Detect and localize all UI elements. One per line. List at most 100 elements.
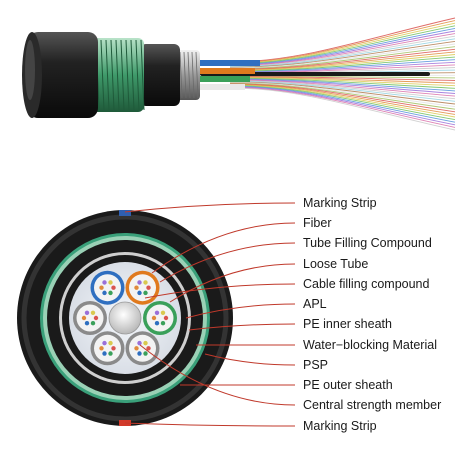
label-tube-filling-compound: Tube Filling Compound bbox=[303, 236, 432, 250]
label-psp: PSP bbox=[303, 358, 329, 372]
fiber-dot bbox=[111, 346, 116, 351]
fiber-dot bbox=[102, 351, 107, 356]
armor-rib bbox=[130, 39, 135, 111]
leader-line bbox=[204, 353, 296, 366]
fiber-strand bbox=[229, 56, 456, 72]
fiber-dot bbox=[143, 280, 148, 285]
inner-tube-blue bbox=[190, 60, 260, 66]
fiber-strand bbox=[229, 79, 456, 94]
tube-filling-compound bbox=[129, 274, 156, 302]
fiber-strand bbox=[229, 76, 456, 81]
fiber-strand bbox=[229, 43, 456, 69]
fiber-dot bbox=[134, 285, 139, 290]
tube-filling-compound bbox=[129, 334, 156, 362]
fiber-strand bbox=[229, 51, 456, 71]
leader-line bbox=[188, 323, 296, 331]
fiber-dot bbox=[154, 310, 160, 316]
armor-rib bbox=[135, 39, 140, 111]
armor-rib bbox=[110, 39, 115, 111]
loose-tubes bbox=[73, 270, 177, 366]
fiber-dot bbox=[102, 340, 107, 346]
marking-strip-top bbox=[119, 210, 131, 216]
fiber-dot bbox=[84, 310, 90, 316]
fiber-dot bbox=[143, 290, 148, 296]
steel-rib bbox=[183, 51, 187, 99]
fiber-dot bbox=[137, 351, 142, 356]
fiber-strand bbox=[229, 82, 456, 108]
fiber-strand bbox=[229, 82, 456, 110]
fiber-strand bbox=[229, 83, 456, 115]
tube-filling-compound bbox=[146, 304, 174, 332]
fiber-strand bbox=[229, 80, 456, 100]
fiber-dot bbox=[137, 280, 142, 285]
steel-rib bbox=[195, 51, 199, 99]
fiber-dot bbox=[108, 351, 113, 356]
fiber-dot bbox=[90, 310, 96, 316]
steel-rib bbox=[179, 51, 183, 99]
fiber-dot bbox=[154, 320, 160, 326]
fiber-strand bbox=[229, 78, 456, 92]
armor-rib bbox=[100, 39, 105, 111]
fiber-strand bbox=[229, 81, 456, 105]
fiber-dot bbox=[134, 346, 139, 351]
tube-filling-compound bbox=[76, 304, 104, 332]
central-rod bbox=[200, 72, 430, 76]
fiber-strand bbox=[229, 46, 456, 70]
inner-tube-white bbox=[190, 84, 245, 90]
fiber-strand bbox=[229, 86, 456, 126]
fiber-dot bbox=[81, 315, 87, 321]
fiber-dot bbox=[163, 315, 169, 321]
inner-tube-orange bbox=[190, 68, 255, 74]
leader-lines bbox=[124, 202, 296, 427]
leader-line bbox=[159, 242, 296, 283]
fiber-dot bbox=[111, 285, 116, 290]
fiber-dot bbox=[151, 315, 157, 321]
fiber-dot bbox=[160, 320, 166, 326]
fiber-strand bbox=[229, 85, 456, 123]
leader-line bbox=[169, 263, 296, 303]
leader-line bbox=[139, 344, 296, 406]
label-cable-filling-compound: Cable filling compound bbox=[303, 277, 430, 291]
label-central-strength-member: Central strength member bbox=[303, 398, 442, 412]
tube-filling-compound bbox=[94, 334, 121, 362]
fiber-dot bbox=[102, 290, 107, 296]
tube-filling-compound bbox=[94, 274, 121, 302]
fiber-strand bbox=[229, 84, 456, 118]
fiber-strand bbox=[229, 87, 456, 131]
fiber-strand bbox=[229, 77, 456, 87]
fiber-dot bbox=[108, 280, 113, 285]
leader-line bbox=[124, 202, 296, 213]
central-strength-member bbox=[108, 301, 142, 335]
fiber-strand bbox=[229, 83, 456, 113]
jacket-end-highlight bbox=[25, 40, 35, 100]
leader-line bbox=[144, 283, 296, 299]
label-pe-outer-sheath: PE outer sheath bbox=[303, 378, 393, 392]
armor-rib bbox=[140, 39, 145, 111]
fiber-dot bbox=[143, 351, 148, 356]
outer-sheath-sheen bbox=[21, 214, 229, 422]
fiber-dot bbox=[102, 280, 107, 285]
fiber-dot bbox=[108, 290, 113, 296]
fiber-dot bbox=[93, 315, 99, 321]
leader-line bbox=[124, 422, 296, 427]
inner-tube-green bbox=[190, 76, 250, 82]
label-pe-inner-sheath: PE inner sheath bbox=[303, 317, 392, 331]
fiber-dot bbox=[99, 285, 104, 290]
fiber-dot bbox=[143, 340, 148, 346]
fiber-strand bbox=[229, 38, 456, 68]
label-water-blocking-material: Water−blocking Material bbox=[303, 338, 437, 352]
fiber-strand bbox=[229, 86, 456, 128]
leader-line bbox=[151, 222, 296, 274]
label-apl: APL bbox=[303, 297, 327, 311]
fiber-strand bbox=[229, 59, 456, 73]
fiber-dot bbox=[84, 320, 90, 326]
fiber-dot bbox=[146, 346, 151, 351]
fiber-dot bbox=[160, 310, 166, 316]
fiber-strand bbox=[229, 79, 456, 97]
armor-rib bbox=[105, 39, 110, 111]
armor-rib bbox=[125, 39, 130, 111]
fiber-strand bbox=[229, 80, 456, 102]
cable-cross-section-illustration bbox=[17, 210, 233, 426]
